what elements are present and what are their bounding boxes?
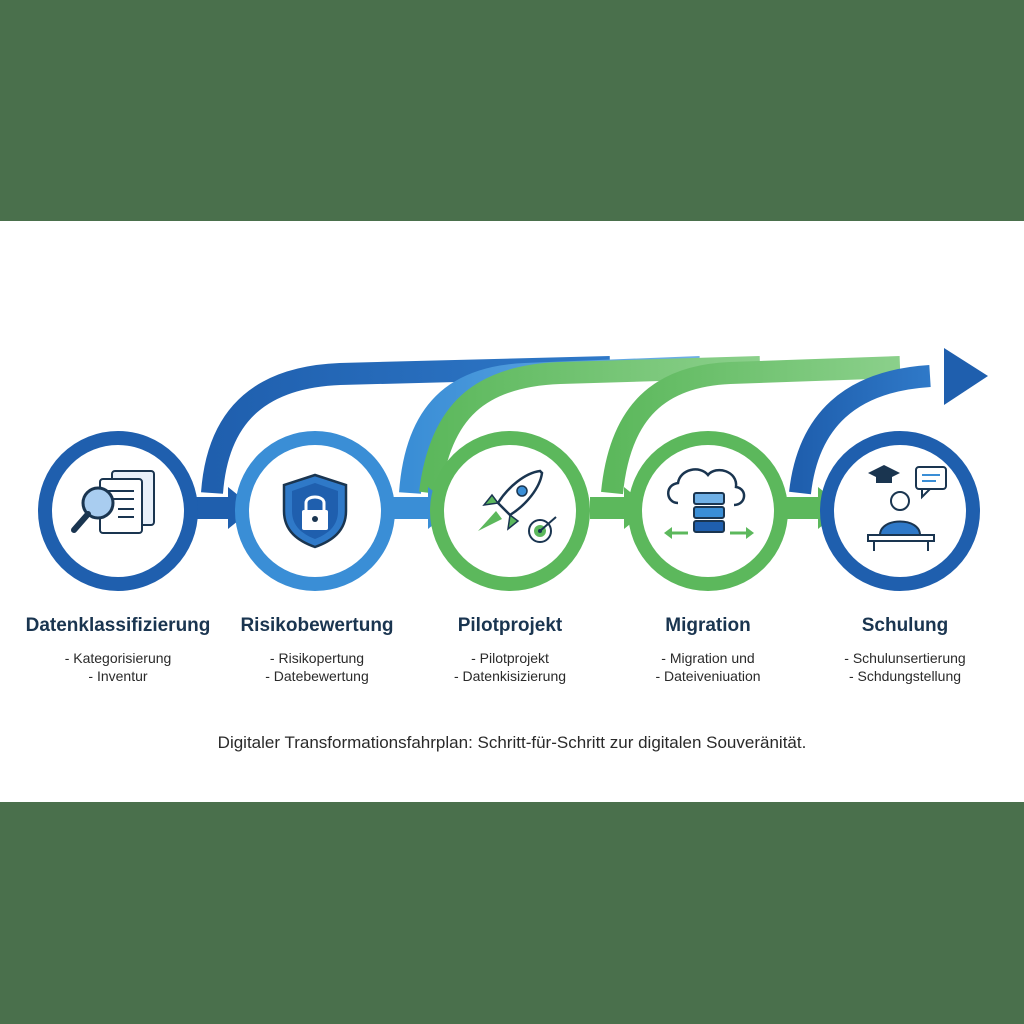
roadmap-panel: Datenklassifizierung - Kategorisierung -…	[0, 221, 1024, 802]
upper-arcs	[201, 348, 988, 495]
step-title-5: Schulung	[861, 615, 949, 636]
final-arrow-head	[944, 348, 988, 405]
arc-3	[419, 356, 761, 495]
step-4-sub-1: - Migration und	[661, 650, 755, 666]
roadmap-caption: Digitaler Transformationsfahrplan: Schri…	[217, 733, 807, 752]
step-title-2: Risikobewertung	[240, 615, 394, 636]
step-title-1: Datenklassifizierung	[25, 615, 211, 636]
shield-lock-icon	[282, 473, 348, 549]
step-5-sub-1: - Schulunsertierung	[844, 650, 966, 666]
step-2-sub-2: - Datebewertung	[265, 668, 369, 684]
rocket-target-icon	[478, 469, 557, 543]
step-4-sub-2: - Dateiveniuation	[655, 668, 761, 684]
step-1-sub-1: - Kategorisierung	[64, 650, 172, 666]
graduation-presenter-icon	[867, 465, 947, 551]
cloud-server-icon	[664, 468, 754, 539]
step-2-sub-1: - Risikopertung	[269, 650, 365, 666]
arc-5	[789, 365, 931, 495]
arc-4	[601, 356, 901, 495]
step-5-sub-2: - Schdungstellung	[848, 668, 962, 684]
roadmap-flow	[38, 348, 988, 591]
step-1-sub-2: - Inventur	[88, 668, 148, 684]
step-title-4: Migration	[665, 615, 751, 636]
step-3-sub-2: - Datenkisizierung	[453, 668, 567, 684]
step-3-sub-1: - Pilotprojekt	[471, 650, 549, 666]
document-search-icon	[71, 470, 155, 534]
arc-1	[201, 356, 611, 494]
step-title-3: Pilotprojekt	[457, 615, 563, 636]
